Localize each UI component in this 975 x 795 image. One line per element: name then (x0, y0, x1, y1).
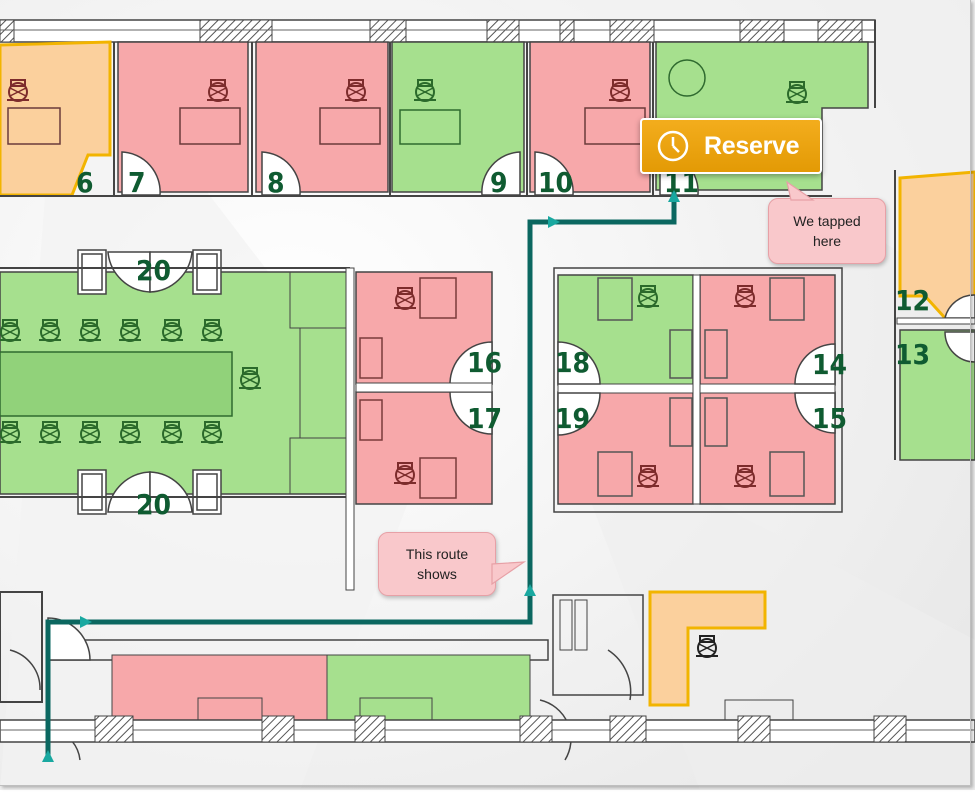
callout-tail-route (491, 561, 526, 586)
callout-route-shows: This route shows (378, 532, 496, 596)
room-number-13[interactable]: 13 (895, 338, 930, 371)
callout-tapped-here: We tapped here (768, 198, 886, 264)
room-number-10[interactable]: 10 (538, 166, 573, 199)
room-number-14[interactable]: 14 (812, 348, 847, 381)
room-number-9[interactable]: 9 (490, 166, 508, 199)
room-number-7[interactable]: 7 (128, 166, 146, 199)
office-row-bottom (0, 590, 794, 723)
reserve-button-label: Reserve (704, 131, 800, 160)
clock-icon (657, 130, 689, 162)
route-path (42, 190, 680, 762)
room-number-15[interactable]: 15 (812, 402, 847, 435)
room-number-20-top[interactable]: 20 (136, 254, 171, 287)
room-number-19[interactable]: 19 (555, 402, 590, 435)
room-number-12[interactable]: 12 (895, 284, 930, 317)
reserve-button[interactable]: Reserve (640, 118, 822, 174)
room-number-6[interactable]: 6 (76, 166, 94, 199)
room-number-18[interactable]: 18 (555, 346, 590, 379)
room-number-16[interactable]: 16 (467, 346, 502, 379)
room-number-8[interactable]: 8 (267, 166, 285, 199)
callout-tail-tapped (786, 180, 815, 201)
room-number-17[interactable]: 17 (467, 402, 502, 435)
room-number-20-bottom[interactable]: 20 (136, 488, 171, 521)
conference-room-20 (0, 271, 351, 495)
